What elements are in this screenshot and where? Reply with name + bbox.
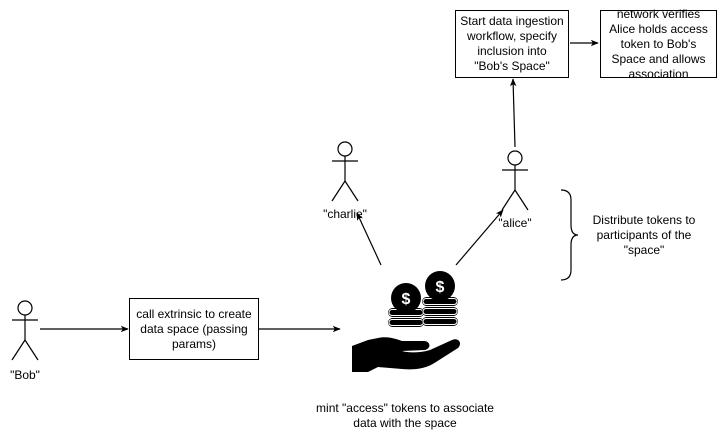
mint-tokens-label: mint "access" tokens to associate data w…: [316, 401, 494, 430]
hand-icon: [352, 337, 461, 372]
distribute-tokens-label: Distribute tokens to participants of the…: [592, 213, 696, 257]
coin-dollar-left: $: [402, 291, 411, 308]
bob-actor-icon: [11, 300, 39, 361]
coin-stack-left-icon: $: [388, 283, 424, 327]
coin-dollar-right: $: [436, 279, 445, 296]
hand-holding-coins-icon: $ $: [352, 271, 461, 372]
arrow-alice-to-ingestion: [510, 78, 517, 148]
charlie-actor-icon: [331, 141, 359, 202]
network-verify-box: network verifies Alice holds access toke…: [600, 7, 717, 81]
arrow-mint-to-charlie: [356, 212, 382, 266]
bob-label: "Bob": [10, 368, 40, 382]
coin-stack-right-icon: $: [422, 271, 458, 326]
curly-brace-icon: [560, 189, 579, 281]
ingestion-workflow-box: Start data ingestion workflow, specify i…: [455, 10, 569, 78]
charlie-label: "charlie": [323, 207, 367, 221]
alice-actor-icon: [501, 150, 529, 211]
alice-label: "alice": [498, 216, 532, 230]
arrow-mint-to-alice: [455, 209, 504, 266]
create-space-box: call extrinsic to create data space (pas…: [129, 298, 259, 360]
